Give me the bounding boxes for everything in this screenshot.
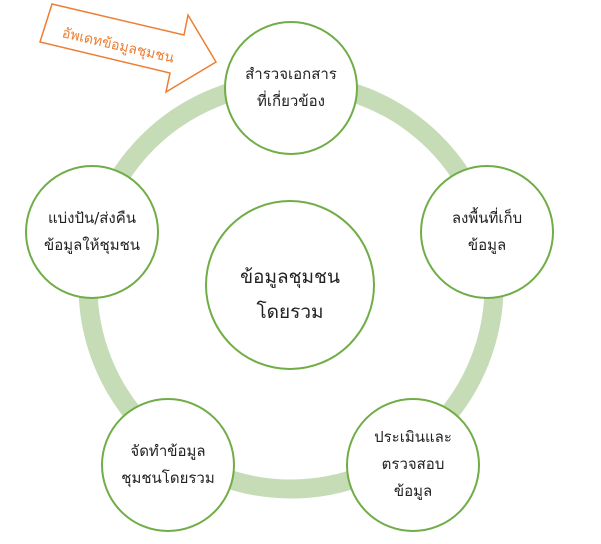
node-share-return-line2: ข้อมูลให้ชุมชน: [44, 236, 140, 255]
node-share-return-line1: แบ่งปัน/ส่งคืน: [48, 209, 136, 227]
node-prepare-data: จัดทำข้อมูล ชุมชนโดยรวม: [101, 398, 235, 532]
center-node-circle: [205, 200, 375, 370]
node-field-collection-line2: ข้อมูล: [468, 236, 506, 254]
update-arrow: อัพเดทข้อมูลชุมชน: [39, 3, 218, 94]
node-prepare-data-circle: [101, 398, 235, 532]
node-prepare-data-line2: ชุมชนโดยรวม: [121, 469, 214, 488]
node-survey-documents-line1: สำรวจเอกสาร: [245, 65, 337, 83]
update-arrow-shape: [39, 3, 218, 94]
node-survey-documents-circle: [224, 21, 358, 155]
node-field-collection: ลงพื้นที่เก็บ ข้อมูล: [420, 165, 554, 299]
center-node-label-line2: โดยรวม: [256, 300, 323, 323]
node-field-collection-line1: ลงพื้นที่เก็บ: [452, 207, 522, 227]
node-evaluate-verify-circle: [346, 398, 480, 532]
node-evaluate-verify-line2: ตรวจสอบ: [382, 455, 445, 473]
node-survey-documents-line2: ที่เกี่ยวข้อง: [257, 90, 325, 110]
node-prepare-data-line1: จัดทำข้อมูล: [130, 442, 205, 460]
node-field-collection-circle: [420, 165, 554, 299]
node-evaluate-verify-line3: ข้อมูล: [394, 482, 432, 500]
node-evaluate-verify-line1: ประเมินและ: [374, 428, 452, 446]
center-node-label-line1: ข้อมูลชุมชน: [240, 266, 340, 289]
center-node: ข้อมูลชุมชน โดยรวม: [205, 200, 375, 370]
node-share-return: แบ่งปัน/ส่งคืน ข้อมูลให้ชุมชน: [25, 165, 159, 299]
node-survey-documents: สำรวจเอกสาร ที่เกี่ยวข้อง: [224, 21, 358, 155]
node-share-return-circle: [25, 165, 159, 299]
node-evaluate-verify: ประเมินและ ตรวจสอบ ข้อมูล: [346, 398, 480, 532]
